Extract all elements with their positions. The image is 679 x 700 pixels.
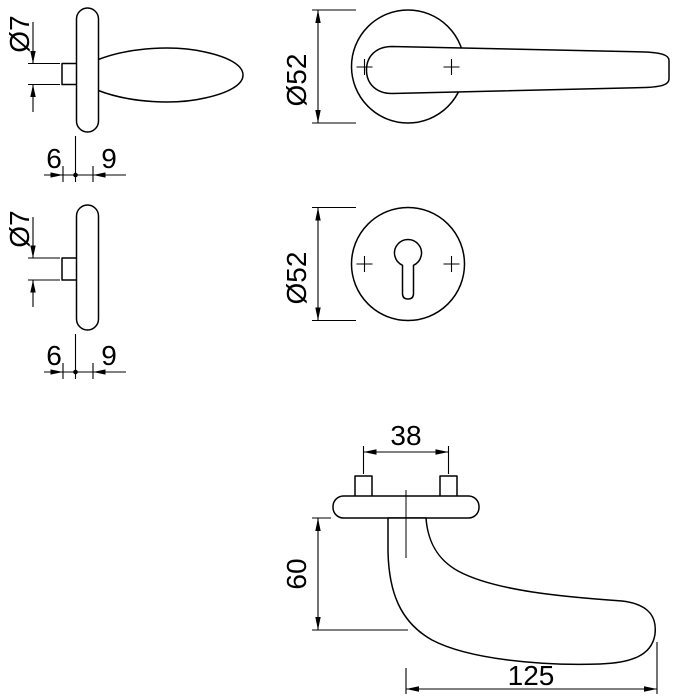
euro-profile-keyhole bbox=[393, 238, 423, 300]
dim-label-offset-left: 6 bbox=[46, 340, 62, 371]
dim-label-rose-diameter: Ø52 bbox=[281, 252, 312, 305]
view-key-rose-side: Ø7 6 9 bbox=[4, 204, 126, 379]
lever-front-outline bbox=[365, 45, 670, 95]
dim-label-offset-right: 9 bbox=[101, 340, 117, 371]
view-lever-rose-side: Ø7 6 9 bbox=[4, 7, 244, 182]
dim-neck-diameter: Ø7 bbox=[4, 15, 60, 112]
dim-arrow bbox=[30, 51, 36, 64]
dim-arrow bbox=[315, 518, 321, 531]
screw-post-left bbox=[354, 475, 373, 498]
dim-height: 60 bbox=[281, 517, 408, 631]
dim-arrow bbox=[30, 245, 36, 258]
dim-arrow bbox=[644, 686, 657, 692]
dim-arrow bbox=[50, 369, 63, 375]
dim-arrow bbox=[406, 686, 419, 692]
dim-arrow bbox=[315, 207, 321, 221]
dim-label-rose-diameter: Ø52 bbox=[281, 54, 312, 107]
view-lever-rose-front: Ø52 bbox=[281, 9, 670, 124]
dim-label-screw-spacing: 38 bbox=[390, 420, 421, 451]
dim-arrow bbox=[50, 172, 63, 178]
dim-lines bbox=[405, 642, 658, 694]
screw-post-right bbox=[439, 475, 458, 498]
dim-rose-offsets: 6 9 bbox=[44, 136, 126, 182]
dim-lines bbox=[28, 217, 60, 307]
dim-length: 125 bbox=[405, 642, 658, 694]
key-rosette-side-profile bbox=[75, 204, 100, 331]
dim-origin-dot bbox=[73, 369, 78, 375]
dim-label-offset-right: 9 bbox=[101, 143, 117, 174]
dim-arrow bbox=[315, 10, 321, 23]
lever-grip-side-outline bbox=[96, 47, 244, 103]
dim-lines bbox=[44, 136, 126, 182]
dim-rose-diameter: Ø52 bbox=[281, 206, 356, 322]
dim-arrow bbox=[93, 369, 106, 375]
dim-label-height: 60 bbox=[281, 558, 312, 589]
dim-origin-dot bbox=[73, 172, 78, 178]
spindle-hub bbox=[61, 62, 79, 86]
cylinder-hub bbox=[61, 257, 79, 281]
dim-screw-spacing: 38 bbox=[362, 420, 450, 474]
dim-label-neck-diameter: Ø7 bbox=[4, 15, 35, 52]
view-key-rose-front: Ø52 bbox=[281, 206, 466, 322]
dim-label-neck-diameter: Ø7 bbox=[4, 210, 35, 247]
dim-arrow bbox=[315, 110, 321, 123]
dim-arrow bbox=[93, 172, 106, 178]
dim-lines bbox=[312, 517, 408, 631]
screw-hole-cross-right bbox=[443, 256, 460, 272]
dim-lines bbox=[28, 22, 60, 112]
dim-rose-offsets: 6 9 bbox=[44, 334, 126, 379]
dim-label-length: 125 bbox=[508, 660, 555, 691]
screw-hole-cross-left bbox=[356, 256, 373, 272]
dim-lines bbox=[44, 334, 126, 379]
handle-profile-outline bbox=[387, 517, 656, 666]
screw-hole-cross-left bbox=[356, 59, 373, 75]
dim-rose-diameter: Ø52 bbox=[281, 9, 356, 124]
dim-arrow bbox=[363, 449, 377, 455]
rosette-side-profile bbox=[75, 7, 100, 133]
dim-label-offset-left: 6 bbox=[46, 143, 62, 174]
dim-arrow bbox=[315, 307, 321, 321]
dim-neck-diameter: Ø7 bbox=[4, 210, 60, 307]
dim-lines bbox=[312, 9, 356, 124]
dim-arrow bbox=[30, 84, 36, 97]
dim-lines bbox=[312, 206, 356, 322]
dim-lines bbox=[362, 446, 450, 474]
dim-arrow bbox=[435, 449, 449, 455]
screw-hole-cross-right bbox=[443, 59, 460, 75]
dim-arrow bbox=[315, 617, 321, 630]
view-handle-profile: 38 60 125 bbox=[281, 420, 658, 694]
dim-arrow bbox=[30, 280, 36, 293]
